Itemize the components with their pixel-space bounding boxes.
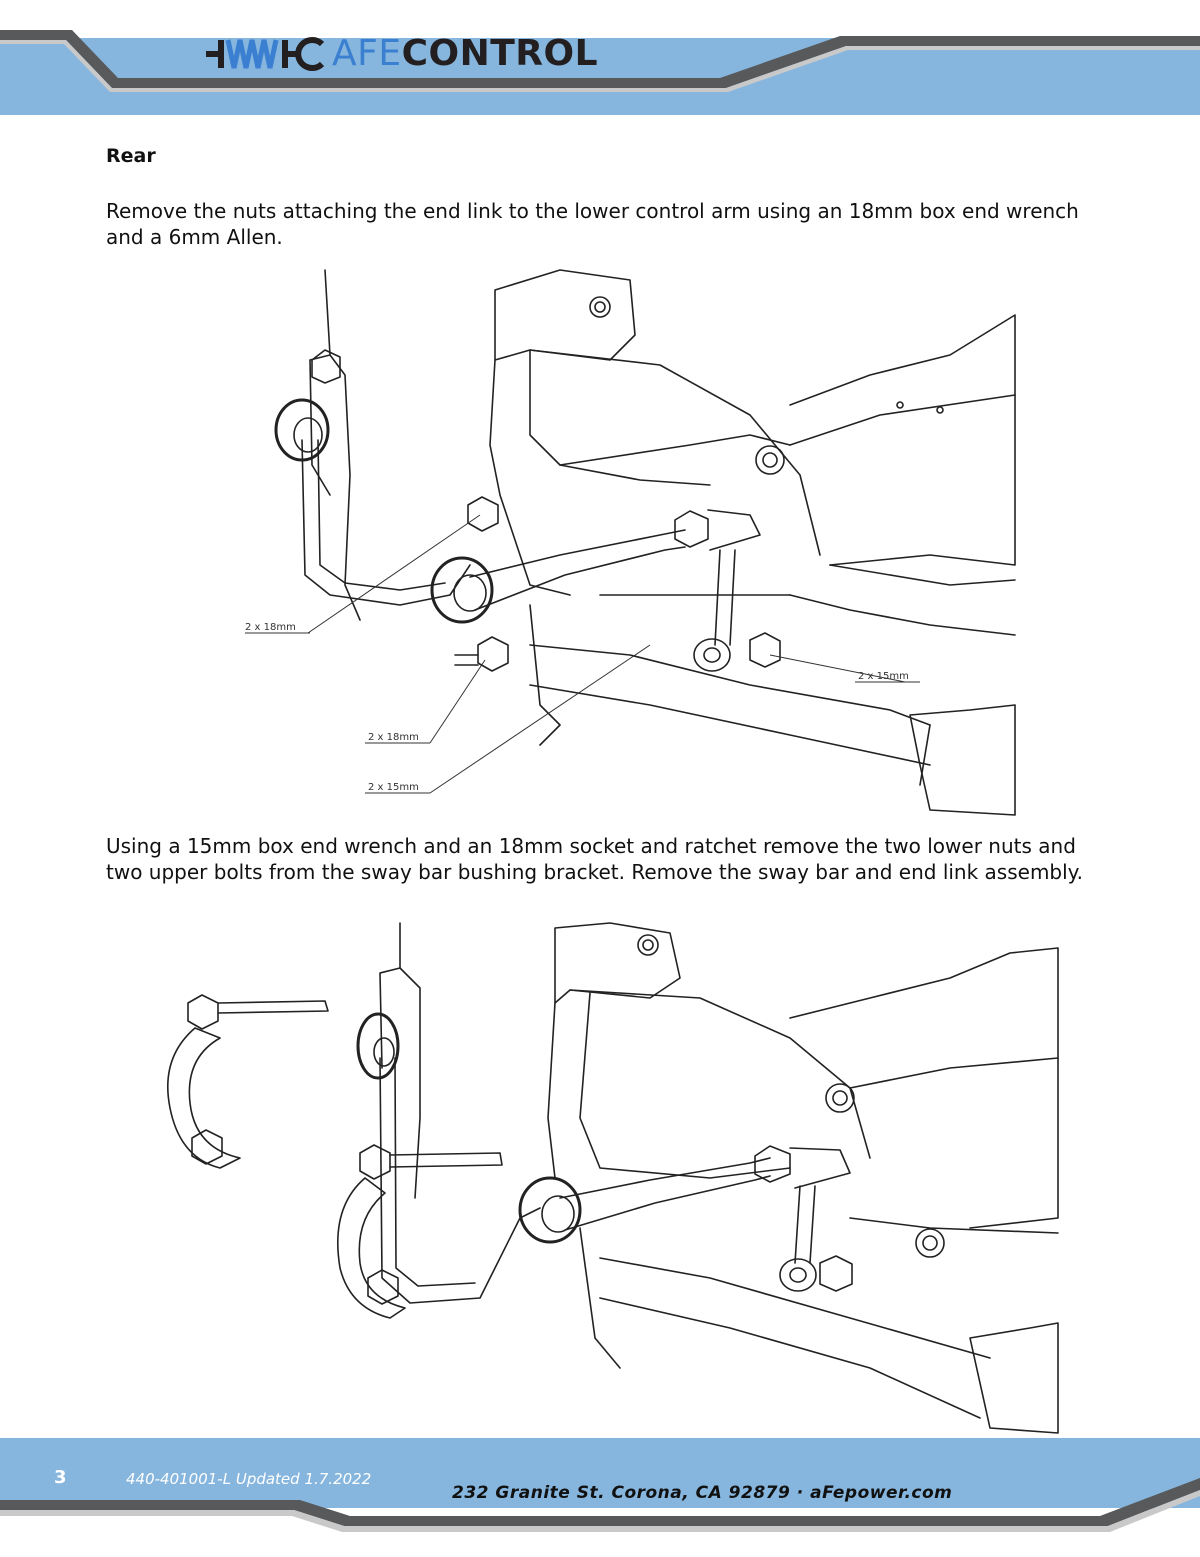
callout-label: 2 x 15mm <box>368 782 419 793</box>
rear-sway-bar-diagram-1: 2 x 18mm 2 x 18mm 2 x 15mm 2 x 15mm <box>245 269 1016 816</box>
bracket-bolt-upper <box>467 496 499 532</box>
lower-control-arm <box>529 644 931 726</box>
section-heading: Rear <box>106 145 156 167</box>
header-band <box>0 30 1200 115</box>
company-address: 232 Granite St. Corona, CA 92879 · aFepo… <box>452 1483 953 1503</box>
callout-label: 2 x 15mm <box>858 671 909 682</box>
footer-band <box>0 1438 1200 1532</box>
bracket-nut-lower <box>477 636 509 672</box>
brand-suffix: CONTROL <box>401 33 599 74</box>
sway-bar <box>379 1057 541 1304</box>
page-number: 3 <box>54 1467 67 1488</box>
sway-bar-bushing <box>430 556 494 624</box>
sway-bar <box>301 439 471 606</box>
exploded-bolt-upper <box>187 994 219 1030</box>
step-2-instructions: Using a 15mm box end wrench and an 18mm … <box>106 834 1084 884</box>
end-link <box>714 549 721 646</box>
rear-sway-bar-diagram-2 <box>167 922 1059 1434</box>
end-link-nut <box>674 510 709 548</box>
afe-control-spring-logo-icon <box>206 37 324 71</box>
callout-label: 2 x 18mm <box>245 622 296 633</box>
end-link-nut <box>754 1145 791 1183</box>
document-id: 440-401001-L Updated 1.7.2022 <box>126 1470 372 1488</box>
brand-prefix: AFE <box>332 33 402 74</box>
end-link <box>794 1185 801 1264</box>
page-header: AFECONTROL <box>0 0 1200 115</box>
lower-control-arm <box>599 1257 991 1359</box>
afe-control-logo: AFECONTROL <box>206 32 598 76</box>
sway-bar-bushing <box>518 1176 582 1244</box>
step-1-instructions: Remove the nuts attaching the end link t… <box>106 199 1079 249</box>
page-footer <box>0 1438 1200 1553</box>
frame-rail <box>324 269 361 621</box>
callout-label: 2 x 18mm <box>368 732 419 743</box>
bolt-upper-left <box>311 349 341 384</box>
brand-name: AFECONTROL <box>332 34 598 74</box>
exploded-bushing-bracket <box>167 1027 241 1169</box>
